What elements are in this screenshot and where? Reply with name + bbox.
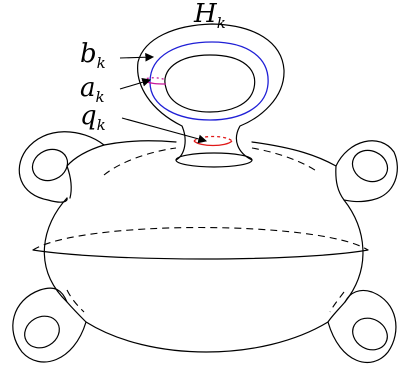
sphere-right-side <box>343 199 364 303</box>
neck-outline <box>137 23 285 161</box>
b-curve <box>149 41 269 121</box>
sphere-bottom <box>85 321 329 353</box>
handle-lower-right <box>327 289 397 364</box>
neck-base <box>175 152 253 168</box>
equator-back <box>32 227 369 251</box>
q-arrow <box>121 117 208 144</box>
label-b: bk <box>80 39 106 72</box>
q-curve <box>193 140 233 147</box>
sphere-left-side <box>43 197 68 303</box>
a-arrow <box>119 77 152 90</box>
handle-hole <box>164 54 256 113</box>
label-handle: Hk <box>193 0 226 32</box>
handle-lower-right-back <box>329 291 345 313</box>
handle-upper-right-hole <box>351 149 389 183</box>
label-a: ak <box>80 73 105 106</box>
sphere-top-right <box>251 141 337 167</box>
handle-lower-left-hole <box>24 315 60 349</box>
handle-lower-left <box>12 287 87 363</box>
handle-upper-left <box>18 131 105 203</box>
handle-lower-left-back <box>66 289 85 313</box>
sphere-outline <box>66 144 105 167</box>
b-arrow <box>119 52 155 62</box>
handle-upper-left-hole <box>31 148 69 182</box>
top-back-curve <box>103 147 177 176</box>
top-back-curve-right <box>251 147 319 173</box>
equator-front <box>32 249 369 260</box>
handle-lower-right-hole <box>352 317 388 351</box>
label-q: qk <box>80 101 106 134</box>
sphere-top-left <box>103 140 177 146</box>
a-curve-back <box>141 77 167 81</box>
handle-upper-right <box>335 140 398 203</box>
a-curve <box>141 79 167 85</box>
q-curve-back <box>193 135 233 142</box>
